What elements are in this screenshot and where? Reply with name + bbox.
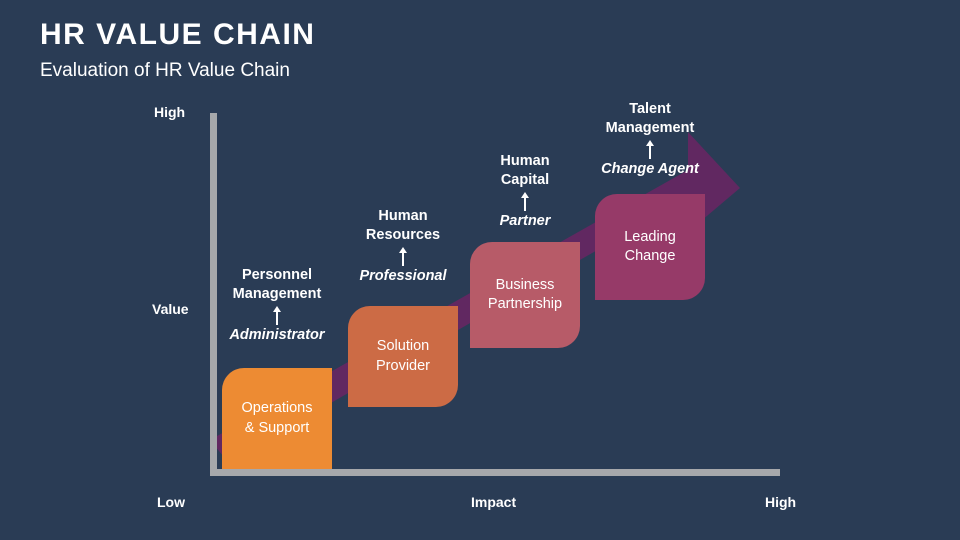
x-axis-low-label: Low — [157, 494, 185, 510]
callout-role: Partner — [499, 212, 551, 229]
callout-role: Change Agent — [601, 160, 699, 177]
stage-box-label-line1: Business — [495, 276, 555, 293]
stage-box-label: Leading Change — [618, 228, 682, 266]
stage-box-label: Solution Provider — [370, 337, 436, 375]
callout-title-line1: Personnel — [241, 267, 313, 283]
callout-role: Professional — [359, 267, 447, 284]
callout-role: Administrator — [229, 326, 325, 343]
arrow-up-icon — [270, 305, 284, 325]
stage-box-label-line2: Partnership — [487, 296, 563, 312]
stage-box-label-line2: Change — [624, 248, 676, 264]
arrow-up-icon — [396, 246, 410, 266]
stage-box-label-line2: & Support — [244, 419, 310, 436]
stage-box-label-line1: Leading — [624, 228, 676, 245]
callout-title: Personnel Management — [202, 266, 352, 304]
callout-title: Human Resources — [328, 207, 478, 245]
y-axis-high-label: High — [154, 104, 186, 120]
callout-talent-management: Talent Management Change Agent — [575, 100, 725, 179]
callout-title-line1: Talent — [629, 101, 671, 117]
callout-title-line2: Capital — [500, 171, 550, 188]
y-axis-title: Value — [152, 301, 189, 317]
callout-human-resources: Human Resources Professional — [328, 207, 478, 286]
callout-title-line2: Management — [605, 119, 695, 136]
stage-box-label: Operations & Support — [236, 399, 319, 437]
callout-human-capital: Human Capital Partner — [450, 152, 600, 231]
x-axis-high-label: High — [765, 494, 797, 510]
stage-box-business-partnership[interactable]: Business Partnership — [470, 242, 580, 348]
callout-title: Talent Management — [575, 100, 725, 138]
stage-box-label-line2: Provider — [376, 357, 430, 374]
callout-title-line2: Resources — [365, 226, 441, 243]
stage-box-leading-change[interactable]: Leading Change — [595, 194, 705, 300]
callout-title-line2: Management — [232, 285, 322, 302]
arrow-up-icon — [643, 139, 657, 159]
callout-title-line1: Human — [500, 153, 550, 169]
stage-box-solution-provider[interactable]: Solution Provider — [348, 306, 458, 407]
y-axis-line — [210, 113, 217, 476]
x-axis-line — [210, 469, 780, 476]
stage-box-label-line1: Solution — [376, 338, 430, 355]
page-subtitle: Evaluation of HR Value Chain — [40, 60, 290, 81]
page-title: HR VALUE CHAIN — [40, 18, 316, 51]
stage-box-label: Business Partnership — [482, 276, 568, 314]
stage-box-operations-support[interactable]: Operations & Support — [222, 368, 332, 469]
arrow-up-icon — [518, 191, 532, 211]
callout-title-line1: Human — [378, 208, 428, 224]
callout-title: Human Capital — [450, 152, 600, 190]
callout-personnel-management: Personnel Management Administrator — [202, 266, 352, 345]
x-axis-title: Impact — [471, 494, 517, 510]
stage-box-label-line1: Operations — [241, 400, 313, 417]
